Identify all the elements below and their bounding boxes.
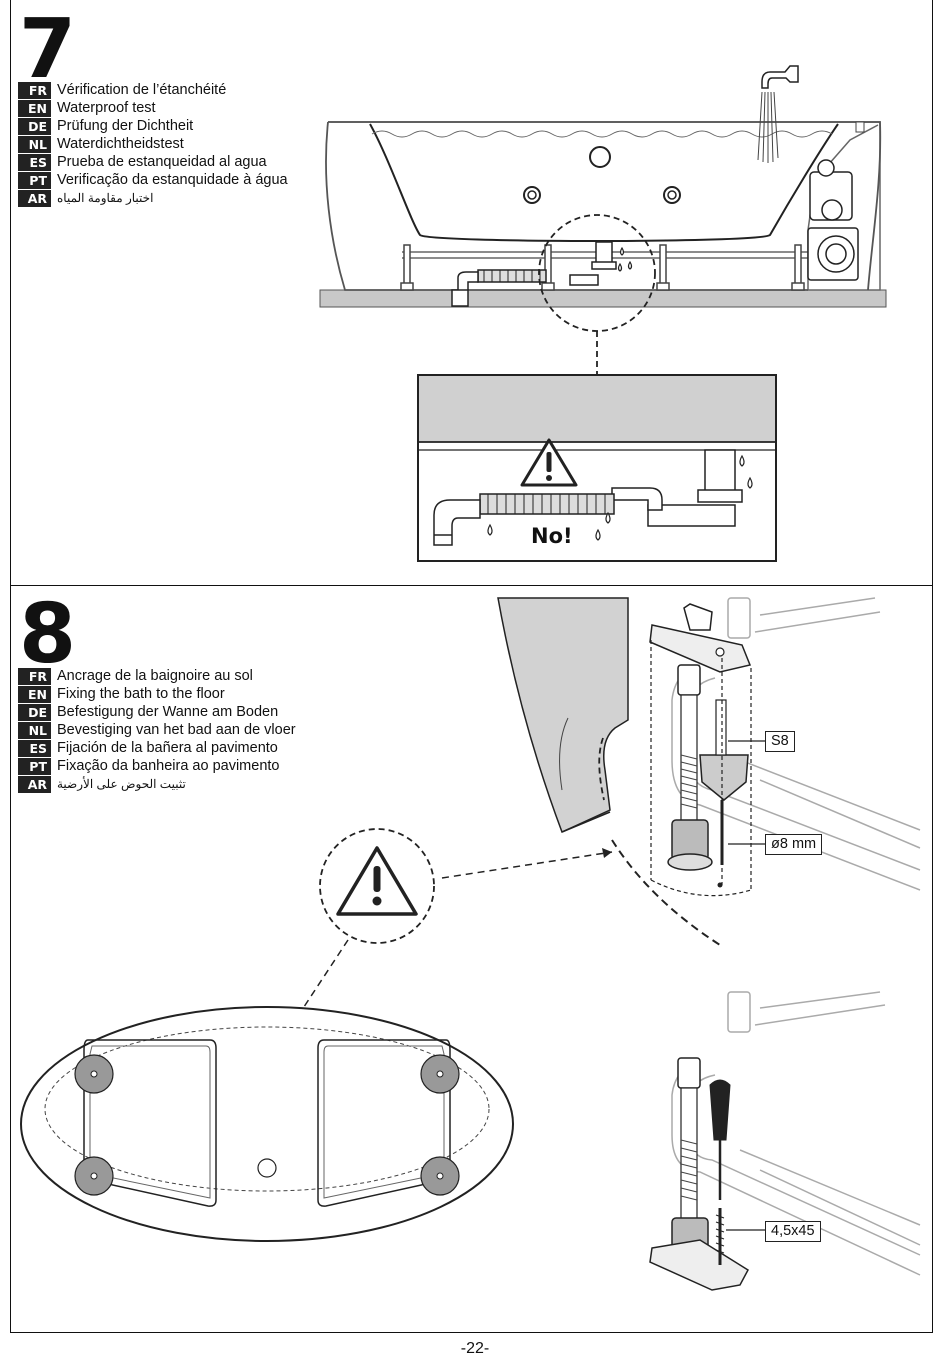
lang-row: PT Verificação da estanquidade à água (18, 171, 288, 189)
lang-row: FR Ancrage de la baignoire au sol (18, 667, 296, 685)
lang-code: NL (18, 721, 51, 739)
lang-text: Waterproof test (57, 100, 156, 116)
lang-row: DE Prüfung der Dichtheit (18, 117, 288, 135)
jet (589, 146, 611, 168)
lang-row: NL Bevestiging van het bad aan de vloer (18, 721, 296, 739)
lang-row: ES Prueba de estanqueidad al agua (18, 153, 288, 171)
step-8-panel: 8 FR Ancrage de la baignoire au sol EN Fix… (10, 585, 933, 1333)
lang-text: Fijación de la bañera al pavimento (57, 740, 278, 756)
lang-code: EN (18, 99, 51, 117)
warning-no-text: No! (531, 524, 573, 548)
lang-text: Waterdichtheidstest (57, 136, 184, 152)
drill-size-label: ø8 mm (765, 834, 823, 855)
page-number: -22- (460, 1340, 490, 1357)
lang-text: Verificação da estanquidade à água (57, 172, 288, 188)
lang-code: FR (18, 81, 51, 99)
lang-row: ES Fijación de la bañera al pavimento (18, 739, 296, 757)
lang-code: ES (18, 739, 51, 757)
lang-text: Prueba de estanqueidad al agua (57, 154, 267, 170)
step-7-number: 7 (19, 2, 76, 97)
lang-code: ES (18, 153, 51, 171)
lang-text: Ancrage de la baignoire au sol (57, 668, 253, 684)
floor (319, 289, 887, 308)
lang-code: NL (18, 135, 51, 153)
faucet-icon (761, 65, 799, 89)
lang-text: Bevestiging van het bad aan de vloer (57, 722, 296, 738)
screw-size-label: 4,5x45 (765, 1221, 821, 1242)
lang-row: FR Vérification de l’étanchéité (18, 81, 288, 99)
lang-code: EN (18, 685, 51, 703)
bathtub-leak-test-illustration (319, 65, 887, 562)
lang-row: EN Fixing the bath to the floor (18, 685, 296, 703)
step-8-number: 8 (19, 587, 76, 682)
anchor-size-label: S8 (765, 731, 795, 752)
flex-hose-detail (479, 493, 615, 515)
lang-code: AR (18, 189, 51, 207)
lang-code: DE (18, 117, 51, 135)
flex-hose (477, 269, 547, 283)
lang-code: AR (18, 775, 51, 793)
lang-text: تثبيت الحوض على الأرضية (57, 777, 186, 791)
lang-code: FR (18, 667, 51, 685)
basin (369, 123, 839, 242)
lang-text: اختبار مقاومة المياه (57, 191, 154, 205)
lang-row: EN Waterproof test (18, 99, 288, 117)
lang-code: PT (18, 171, 51, 189)
lang-row: AR اختبار مقاومة المياه (18, 189, 288, 207)
lang-code: DE (18, 703, 51, 721)
water-surface (371, 130, 833, 138)
step-7-language-list: FR Vérification de l’étanchéité EN Waterpr… (18, 81, 288, 207)
step-7-panel: 7 FR Vérification de l’étanchéité EN Water… (10, 0, 933, 586)
step-8-language-list: FR Ancrage de la baignoire au sol EN Fixin… (18, 667, 296, 793)
lang-row: DE Befestigung der Wanne am Boden (18, 703, 296, 721)
lang-text: Prüfung der Dichtheit (57, 118, 194, 134)
lang-text: Befestigung der Wanne am Boden (57, 704, 279, 720)
lang-row: AR تثبيت الحوض على الأرضية (18, 775, 296, 793)
lang-text: Fixing the bath to the floor (57, 686, 225, 702)
lang-row: PT Fixação da banheira ao pavimento (18, 757, 296, 775)
lang-text: Fixação da banheira ao pavimento (57, 758, 280, 774)
lang-row: NL Waterdichtheidstest (18, 135, 288, 153)
lang-code: PT (18, 757, 51, 775)
lang-text: Vérification de l’étanchéité (57, 82, 227, 98)
